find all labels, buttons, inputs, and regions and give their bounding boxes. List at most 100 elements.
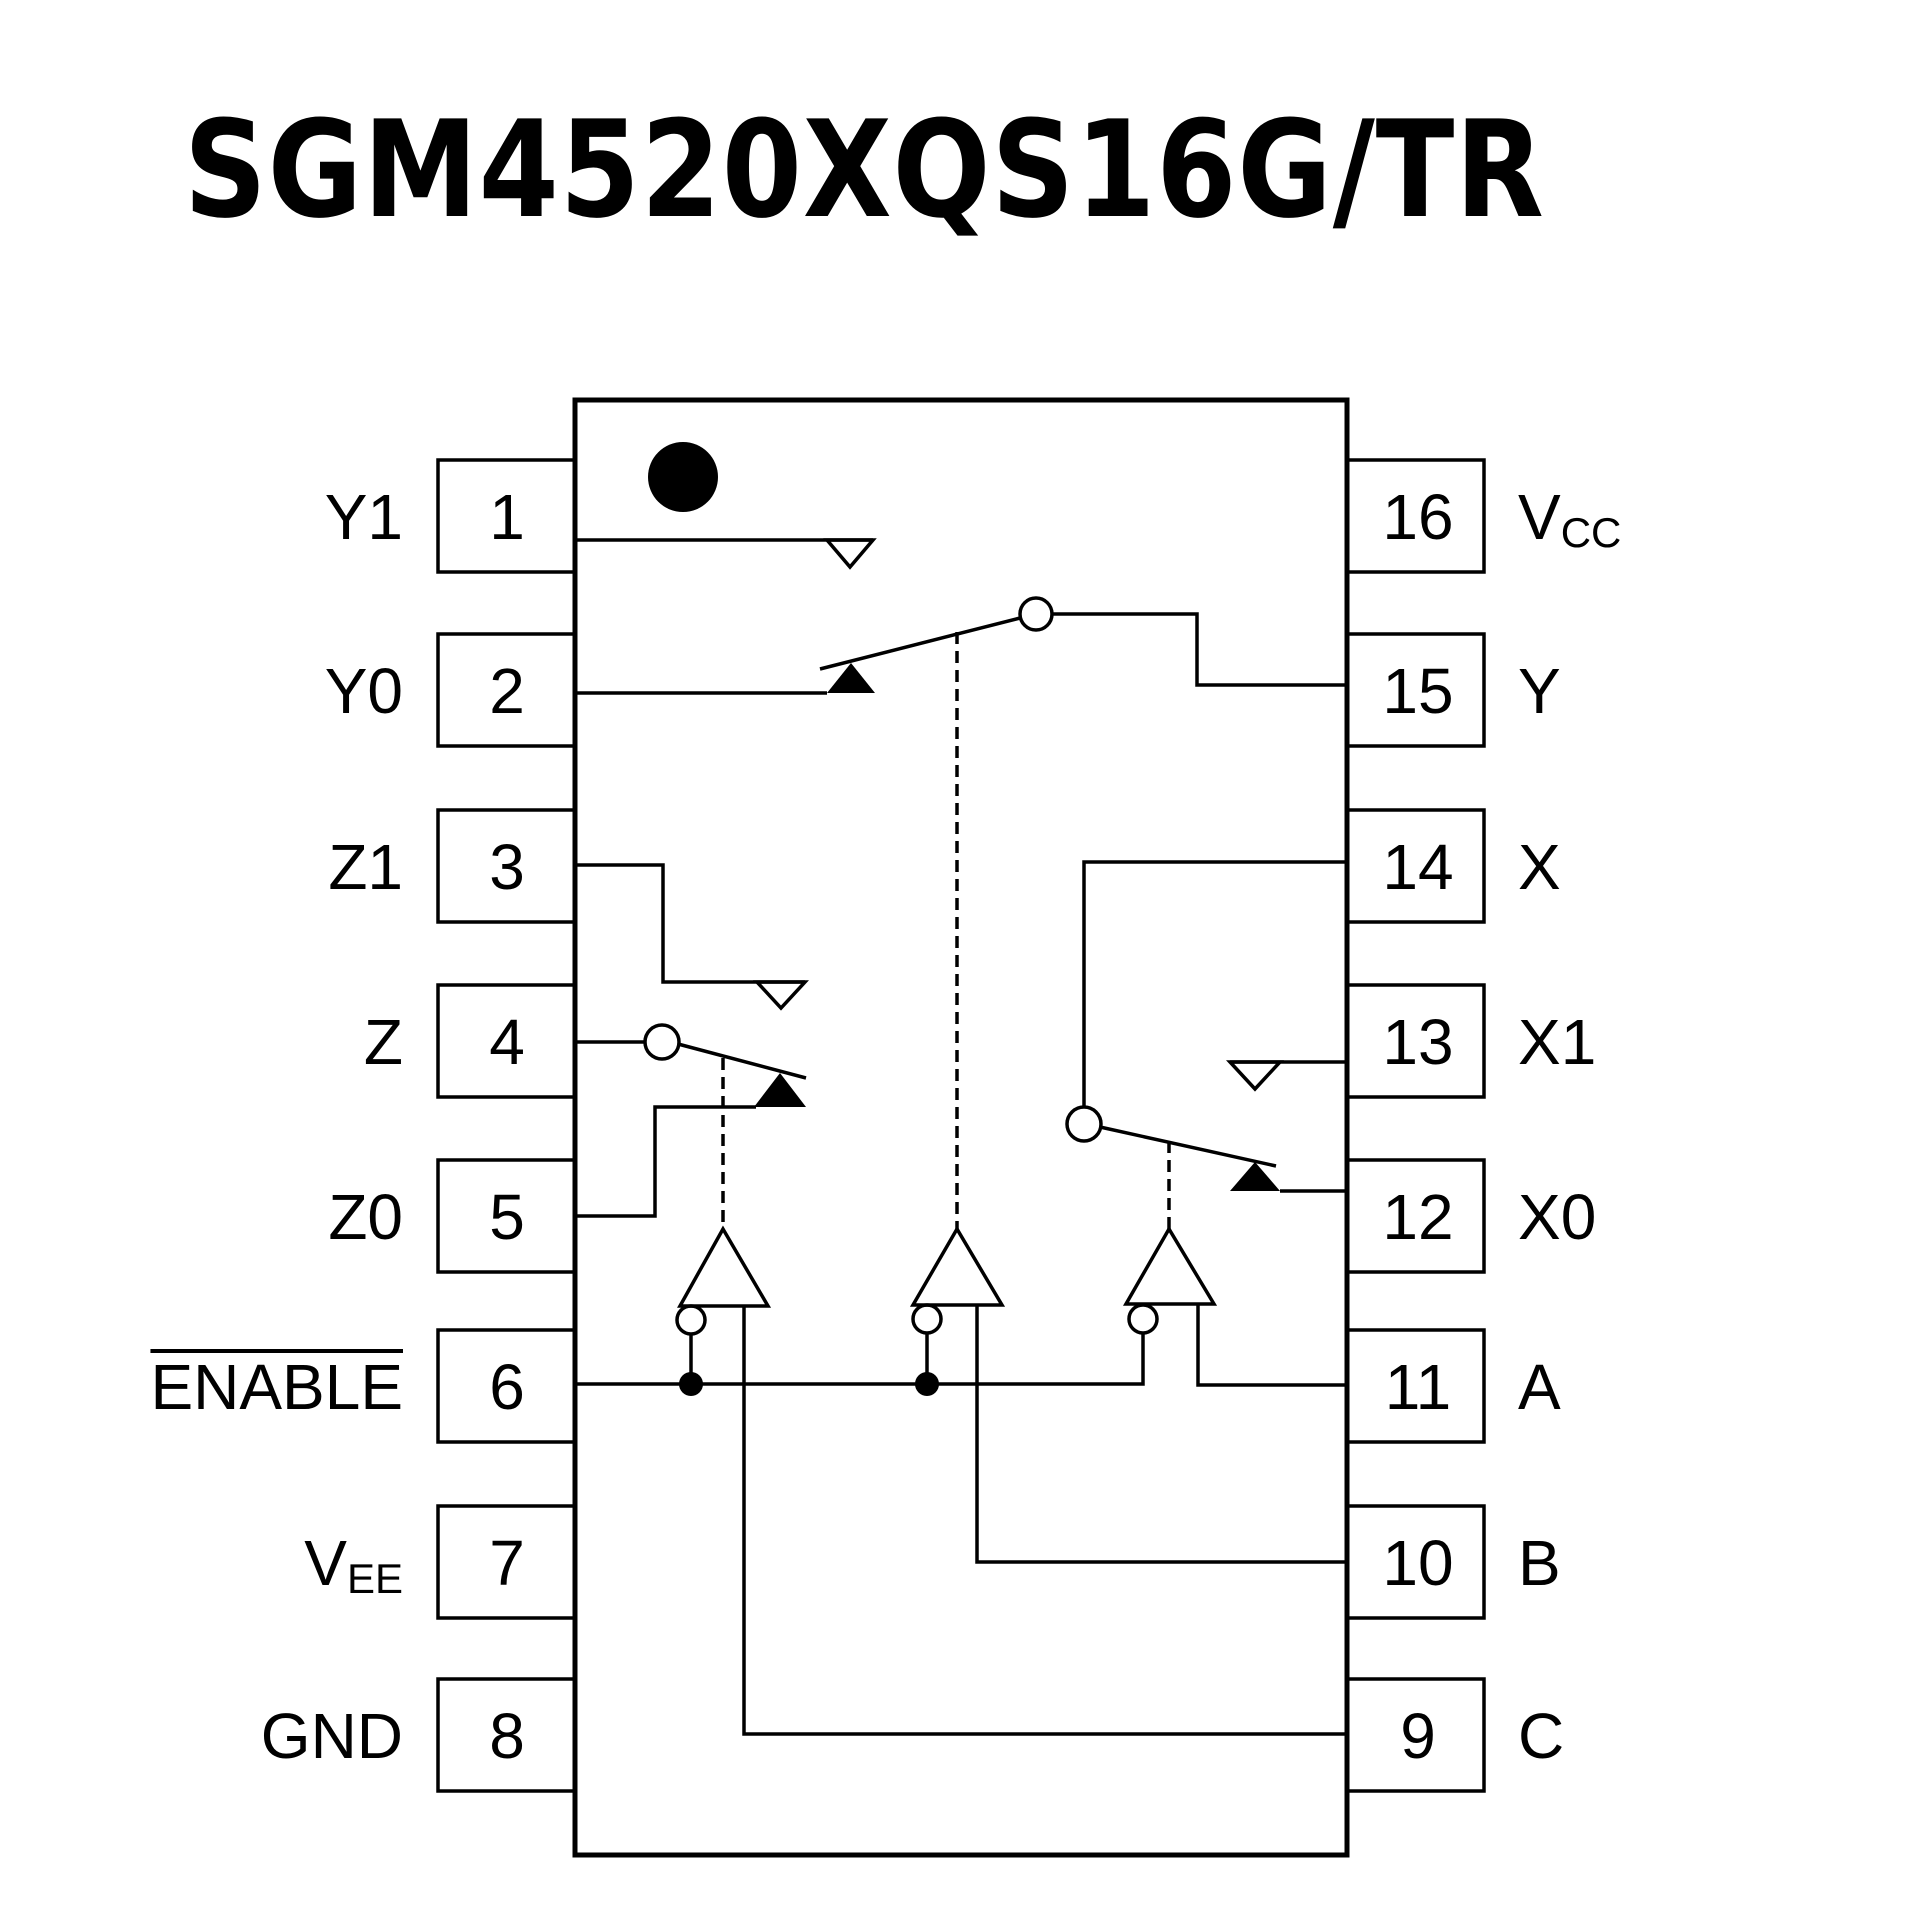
pin-label-subscript: EE	[347, 1555, 403, 1602]
pin-box	[1345, 1504, 1486, 1620]
pin-label: C	[1518, 1700, 1564, 1772]
pin-number: 12	[1382, 1181, 1453, 1253]
switch-y	[577, 538, 1345, 1229]
pin-box	[1345, 632, 1486, 748]
pin-label-subscript: CC	[1561, 509, 1622, 556]
open-contact-x1-icon	[1225, 1060, 1285, 1092]
pin-label-text: V	[1518, 481, 1561, 553]
pin-number: 15	[1382, 655, 1453, 727]
pin-label-text: A	[1518, 1351, 1561, 1423]
pin-label-text: Z	[364, 1006, 403, 1078]
pin-label-text: V	[304, 1527, 347, 1599]
pin-box	[436, 808, 577, 924]
switch-pivot-z-icon	[643, 1023, 681, 1061]
pin-label-text: GND	[261, 1700, 403, 1772]
pin-2: 2 Y0	[325, 632, 577, 748]
pin-16: 16 VCC	[1345, 458, 1621, 574]
pin-number: 8	[489, 1700, 525, 1772]
pin-box	[436, 1158, 577, 1274]
wire-y-common	[1052, 612, 1345, 687]
pin-3: 3 Z1	[328, 808, 577, 924]
pin-number: 16	[1382, 481, 1453, 553]
pin-label-text: X0	[1518, 1181, 1596, 1253]
junction-dot-1-icon	[679, 1372, 703, 1396]
pin-label: X0	[1518, 1181, 1596, 1253]
wire-b	[975, 1305, 1345, 1564]
switch-z	[577, 863, 809, 1229]
pin-label: GND	[261, 1700, 403, 1772]
open-contact-y1-icon	[823, 538, 877, 570]
pin-box	[436, 632, 577, 748]
pin-12: 12 X0	[1345, 1158, 1596, 1274]
pin-label-text: Y	[1518, 655, 1561, 727]
open-contact-z1-icon	[753, 980, 809, 1011]
pin-label-text: B	[1518, 1527, 1561, 1599]
wire-z0	[577, 1105, 756, 1218]
pin-number: 7	[489, 1527, 525, 1599]
pin-box	[1345, 458, 1486, 574]
switch-pivot-x-icon	[1065, 1105, 1103, 1143]
pin-number: 13	[1382, 1006, 1453, 1078]
enable-bus	[577, 1333, 1145, 1386]
pin-label: VCC	[1518, 481, 1621, 556]
pin-label: A	[1518, 1351, 1561, 1423]
pin-box	[436, 458, 577, 574]
pin-label: Z	[364, 1006, 403, 1078]
closed-contact-x0-icon	[1230, 1162, 1280, 1191]
wire-x-common	[1082, 860, 1345, 1107]
pin-label: Z0	[328, 1181, 403, 1253]
pin-1: 1 Y1	[325, 458, 577, 574]
ic-body-outline	[572, 397, 1350, 1858]
part-number-title: SGM4520XQS16G/TR	[183, 92, 1545, 248]
pin-label-text: ENABLE	[150, 1351, 403, 1423]
buffer-c-icon	[677, 1225, 772, 1308]
pin-box	[1345, 1677, 1486, 1793]
pin-label-text: Z1	[328, 831, 403, 903]
pin-number: 3	[489, 831, 525, 903]
pin-label: X1	[1518, 1006, 1596, 1078]
pin-box	[436, 983, 577, 1099]
pin-5: 5Z0	[328, 1158, 577, 1274]
wire-c	[742, 1306, 1345, 1736]
pin-label: B	[1518, 1527, 1561, 1599]
switch-x	[1065, 860, 1345, 1229]
pin-label-text: X	[1518, 831, 1561, 903]
switch-arm-x	[1099, 1125, 1277, 1168]
pin-7: 7 VEE	[304, 1504, 577, 1620]
pin-number: 1	[489, 481, 525, 553]
wire-a	[1196, 1304, 1345, 1387]
pin-label: VEE	[304, 1527, 403, 1602]
control-buffers	[577, 1225, 1345, 1736]
pin-number: 11	[1385, 1351, 1451, 1423]
pin-label-text: Y0	[325, 655, 403, 727]
closed-contact-z0-icon	[754, 1073, 806, 1107]
pin-number: 4	[489, 1006, 525, 1078]
pin-box	[1345, 1328, 1486, 1444]
pin-label: Y	[1518, 655, 1561, 727]
pin-box	[1345, 983, 1486, 1099]
wire-z1	[577, 863, 805, 984]
pin-box	[1345, 1158, 1486, 1274]
pin1-marker-dot	[648, 442, 718, 512]
pin-11: 11 A	[1345, 1328, 1561, 1444]
junction-dot-2-icon	[915, 1372, 939, 1396]
buffer-a-icon	[1122, 1225, 1218, 1306]
switch-arm-y	[819, 616, 1021, 671]
pin-number: 6	[489, 1351, 525, 1423]
pin-label: X	[1518, 831, 1561, 903]
pin-number: 2	[489, 655, 525, 727]
pin-label: Y1	[325, 481, 403, 553]
pin-8: 8 GND	[261, 1677, 577, 1793]
buffer-b-icon	[909, 1225, 1006, 1307]
pin-label-text: X1	[1518, 1006, 1596, 1078]
pin-number: 9	[1400, 1700, 1436, 1772]
pin-label-text: Z0	[328, 1181, 403, 1253]
closed-contact-y0-icon	[827, 663, 875, 693]
pin-4: 4Z	[364, 983, 577, 1099]
